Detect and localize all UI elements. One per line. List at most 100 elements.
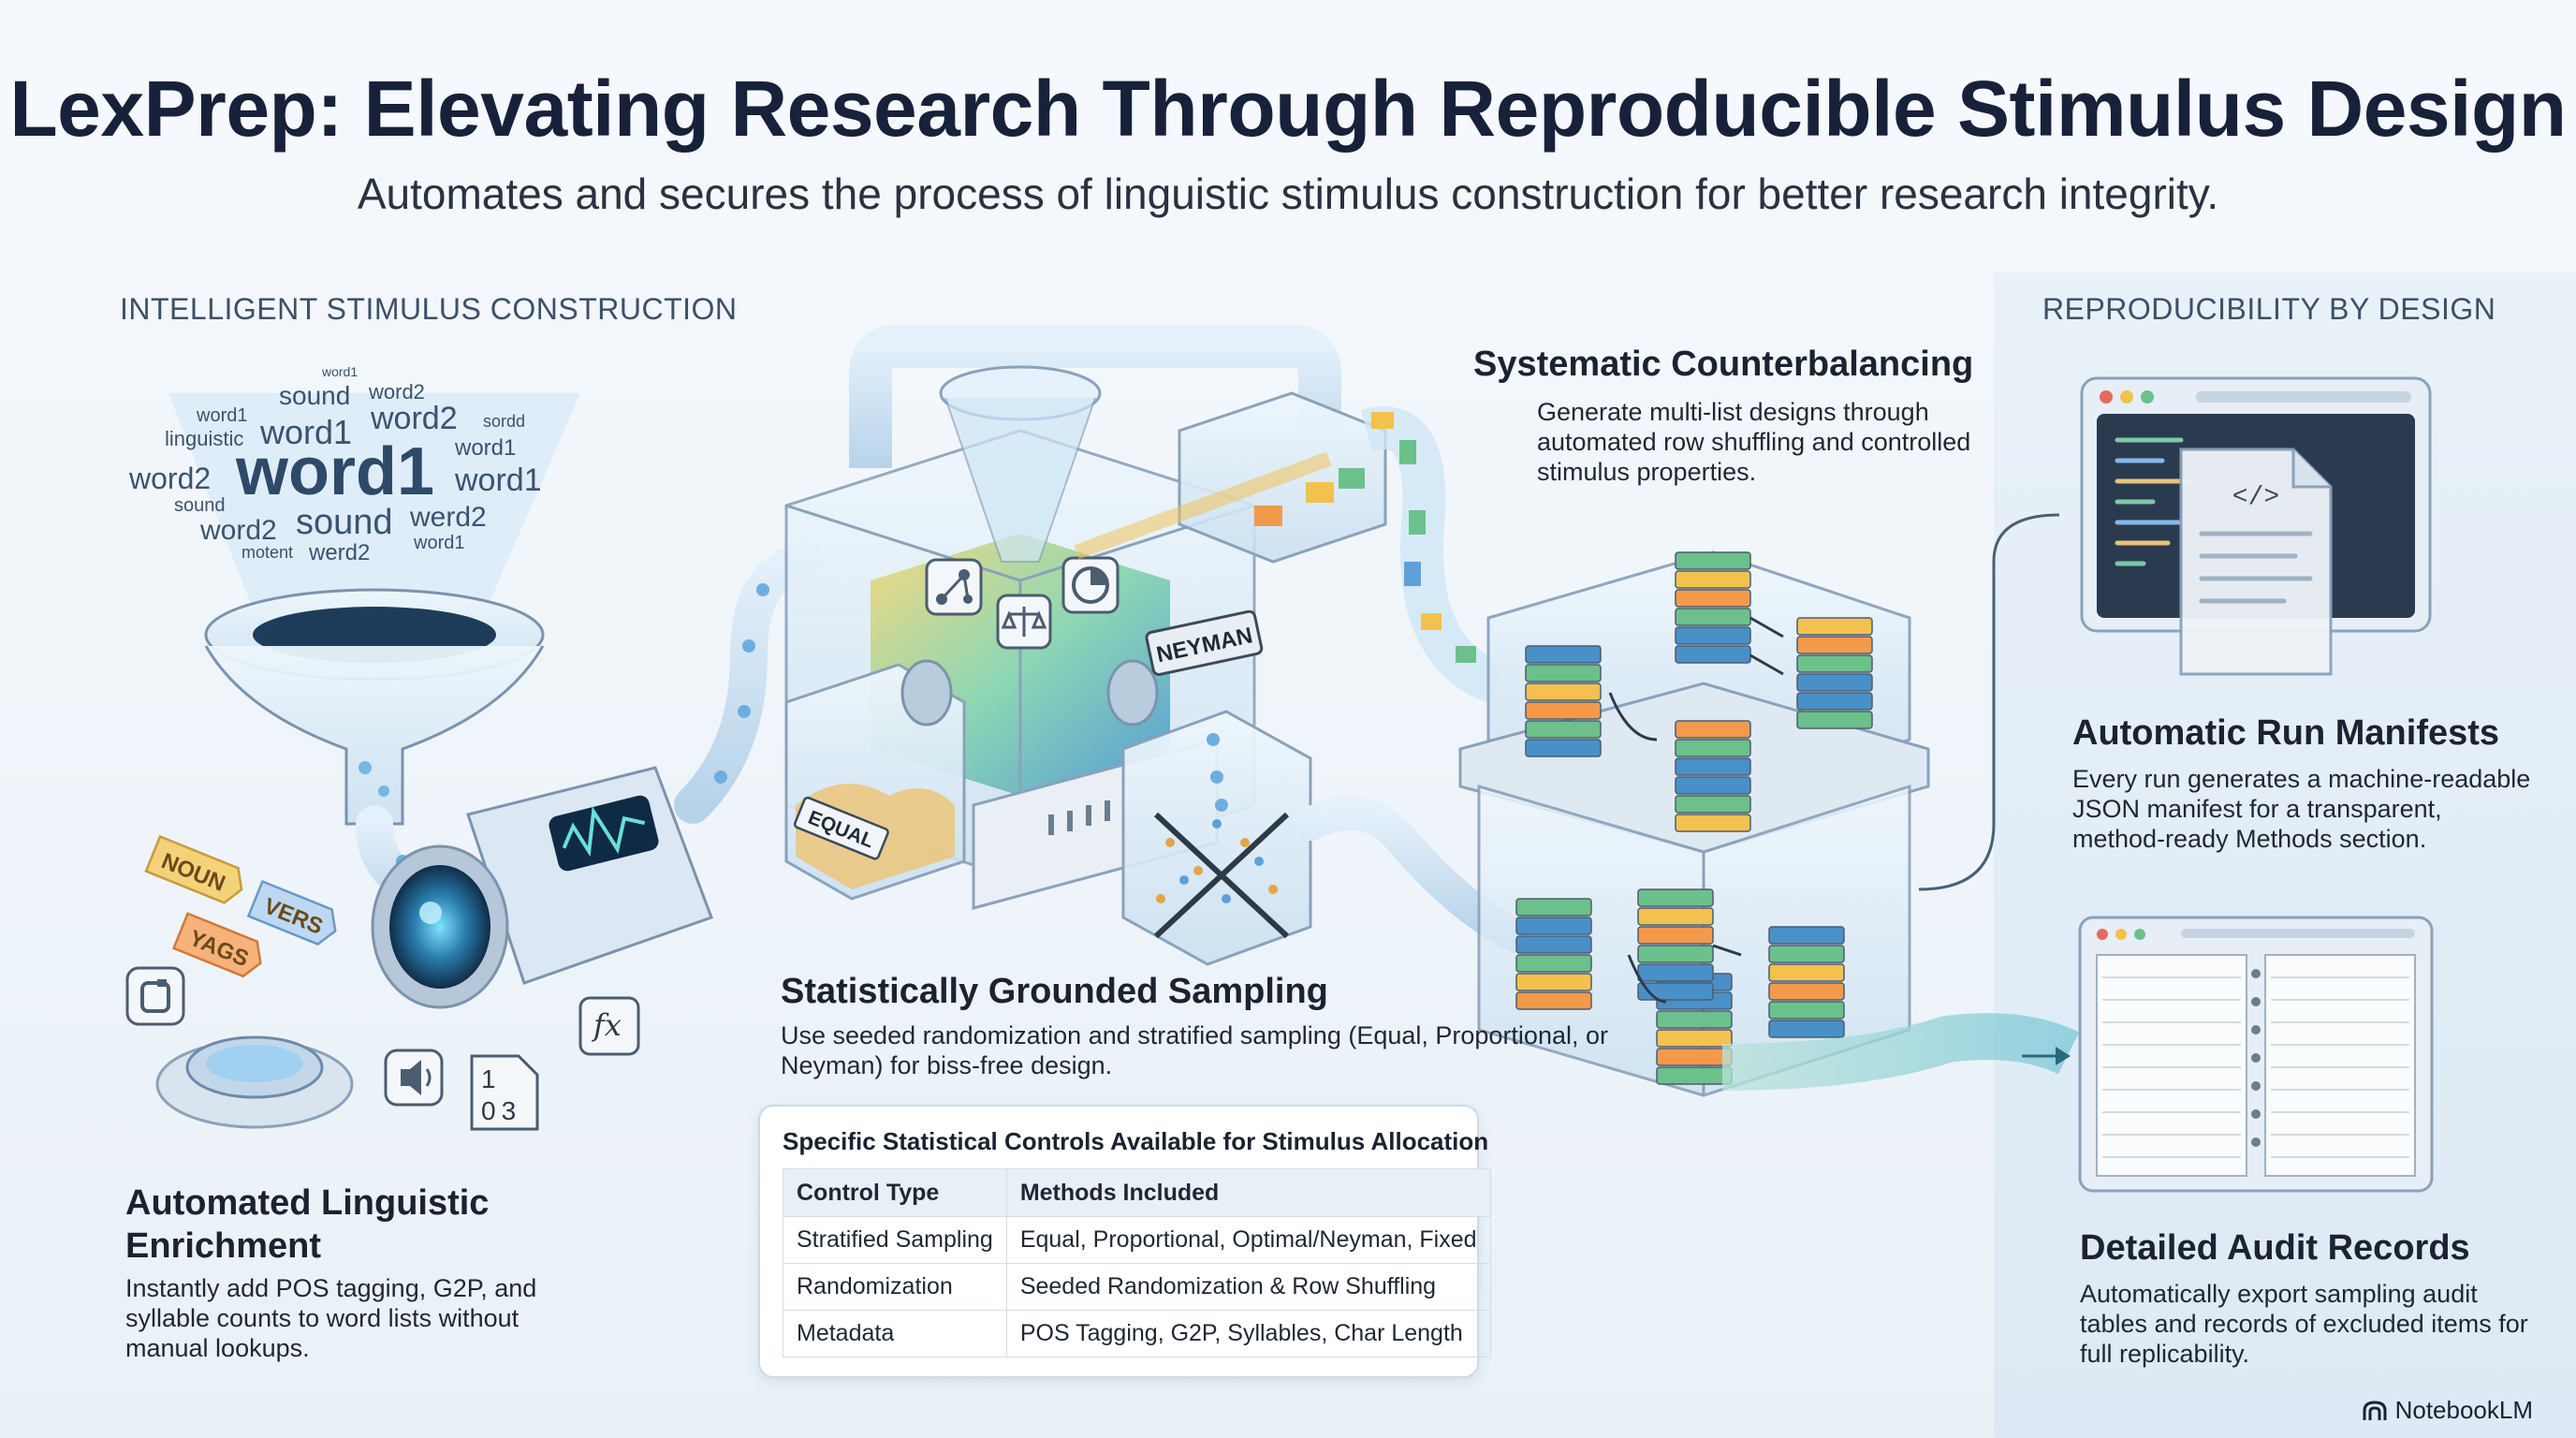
table-cell: Stratified Sampling [783, 1216, 1007, 1264]
word-cloud-word: word2 [199, 515, 277, 546]
sampling-description: Use seeded randomization and stratified … [781, 1021, 1608, 1079]
stimulus-tile [1515, 973, 1592, 991]
section-label-construction: INTELLIGENT STIMULUS CONSTRUCTION [120, 292, 738, 326]
stimulus-tile [1656, 1048, 1733, 1066]
svg-text:03: 03 [481, 1096, 521, 1125]
stimulus-tile [1675, 776, 1751, 795]
speaker-icon [384, 1049, 444, 1107]
pos-tag-vers: VERS [246, 879, 337, 946]
notebook-icon [2078, 916, 2434, 1193]
brand-name: NotebookLM [2394, 1396, 2533, 1424]
word-cloud-word: sound [279, 381, 350, 410]
code-file-icon: </> [2080, 376, 2432, 676]
stimulus-tile [1796, 617, 1873, 636]
stimulus-tile [1515, 991, 1592, 1010]
counterbalancing-description: Generate multi-list designs through auto… [1537, 398, 1971, 486]
table-cell: Equal, Proportional, Optimal/Neyman, Fix… [1005, 1216, 1491, 1264]
stimulus-tile [1515, 935, 1592, 954]
stimulus-tile [1796, 692, 1873, 711]
stimulus-tile [1796, 711, 1873, 729]
word-cloud-word: linguistic [165, 427, 243, 450]
stimulus-tile [1656, 1010, 1733, 1029]
word-cloud-word: word1 [454, 462, 542, 498]
stimulus-tile [1675, 551, 1751, 570]
stimulus-tile [1525, 664, 1602, 682]
pos-tag-yags: YAGS [171, 912, 262, 978]
stimulus-tile [1525, 701, 1602, 720]
word-cloud-word: sound [174, 495, 226, 516]
stimulus-tile [1796, 673, 1873, 692]
stimulus-tile [1768, 963, 1845, 982]
numbers-icon: 1 03 [470, 1054, 539, 1131]
stimulus-tile [1675, 757, 1751, 776]
stimulus-tile [1768, 982, 1845, 1001]
stimulus-tile [1675, 720, 1751, 739]
manifests-title: Automatic Run Manifests [2072, 713, 2500, 753]
stimulus-tile [1768, 1020, 1845, 1038]
stimulus-tile [1656, 1066, 1733, 1085]
camera-icon [125, 966, 185, 1026]
stimulus-tile [1768, 1001, 1845, 1020]
table-cell: Seeded Randomization & Row Shuffling [1005, 1263, 1491, 1311]
word-cloud-word: word2 [368, 380, 425, 404]
stimulus-tile [1637, 963, 1714, 982]
audit-description: Automatically export sampling audit tabl… [2080, 1280, 2528, 1368]
section-label-reproducibility: REPRODUCIBILITY BY DESIGN [2042, 292, 2496, 326]
stimulus-tile [1768, 945, 1845, 963]
table-row: Metadata POS Tagging, G2P, Syllables, Ch… [783, 1310, 1491, 1357]
word-cloud-word: word1 [413, 533, 464, 553]
notebooklm-logo-icon [2363, 1400, 2387, 1420]
stimulus-tile [1637, 945, 1714, 963]
table-row: Stratified Sampling Equal, Proportional,… [783, 1216, 1491, 1264]
word-cloud-word: werd2 [409, 502, 487, 533]
word-cloud-word: word1 [259, 413, 352, 451]
stimulus-tile [1637, 982, 1714, 1001]
counterbalancing-title: Systematic Counterbalancing [1473, 345, 1974, 384]
network-icon [925, 558, 983, 616]
manifests-description: Every run generates a machine-readable J… [2072, 765, 2531, 853]
word-cloud-word: motent [242, 543, 293, 562]
stimulus-tile [1515, 954, 1592, 973]
stimulus-tile [1637, 888, 1714, 907]
pos-tags: NOUN VERS YAGS [144, 834, 337, 978]
table-cell: Randomization [783, 1263, 1007, 1311]
enrichment-title: Automated Linguistic Enrichment [125, 1183, 490, 1266]
word-cloud-word: word1 [321, 364, 358, 379]
stimulus-tile [1675, 814, 1751, 832]
controls-table-card: Specific Statistical Controls Available … [758, 1105, 1491, 1378]
stimulus-tile [1515, 917, 1592, 935]
stimulus-tile [1675, 570, 1751, 589]
table-cell: Metadata [783, 1310, 1007, 1357]
word-cloud-word: sound [296, 503, 393, 542]
svg-text:1: 1 [481, 1064, 496, 1093]
stimulus-tile [1675, 589, 1751, 608]
word-cloud-word: word2 [370, 401, 458, 436]
function-icon: fx [578, 996, 640, 1056]
notebooklm-brand: NotebookLM [2362, 1396, 2533, 1425]
column-header: Control Type [783, 1168, 1007, 1217]
svg-text:fx: fx [592, 1007, 622, 1043]
controls-table-title: Specific Statistical Controls Available … [783, 1127, 1489, 1155]
word-cloud-word: word1 [454, 435, 516, 461]
stimulus-tile [1637, 907, 1714, 926]
page-subtitle: Automates and secures the process of lin… [357, 169, 2219, 218]
audit-title: Detailed Audit Records [2080, 1228, 2470, 1268]
stimulus-tile [1675, 608, 1751, 626]
table-header-row: Control Type Methods Included [783, 1168, 1491, 1217]
word-cloud: word1 sound word2 word1 sordd linguistic… [128, 364, 542, 565]
sensor-icon [371, 766, 713, 1009]
counterbalancing-unit [1458, 550, 1930, 1097]
stimulus-tile [1796, 654, 1873, 673]
page-title: LexPrep: Elevating Research Through Repr… [9, 65, 2567, 153]
enrichment-description: Instantly add POS tagging, G2P, and syll… [125, 1274, 537, 1362]
stimulus-tile [1525, 720, 1602, 739]
funnel-icon [204, 588, 545, 826]
stimulus-tile [1525, 682, 1602, 701]
enrichment-lens [155, 1035, 354, 1129]
word-cloud-word: sordd [483, 412, 525, 431]
equal-bin: EQUAL [784, 659, 966, 901]
column-header: Methods Included [1005, 1168, 1491, 1217]
sampling-title: Statistically Grounded Sampling [781, 972, 1328, 1011]
word-cloud-word: word1 [196, 405, 247, 426]
